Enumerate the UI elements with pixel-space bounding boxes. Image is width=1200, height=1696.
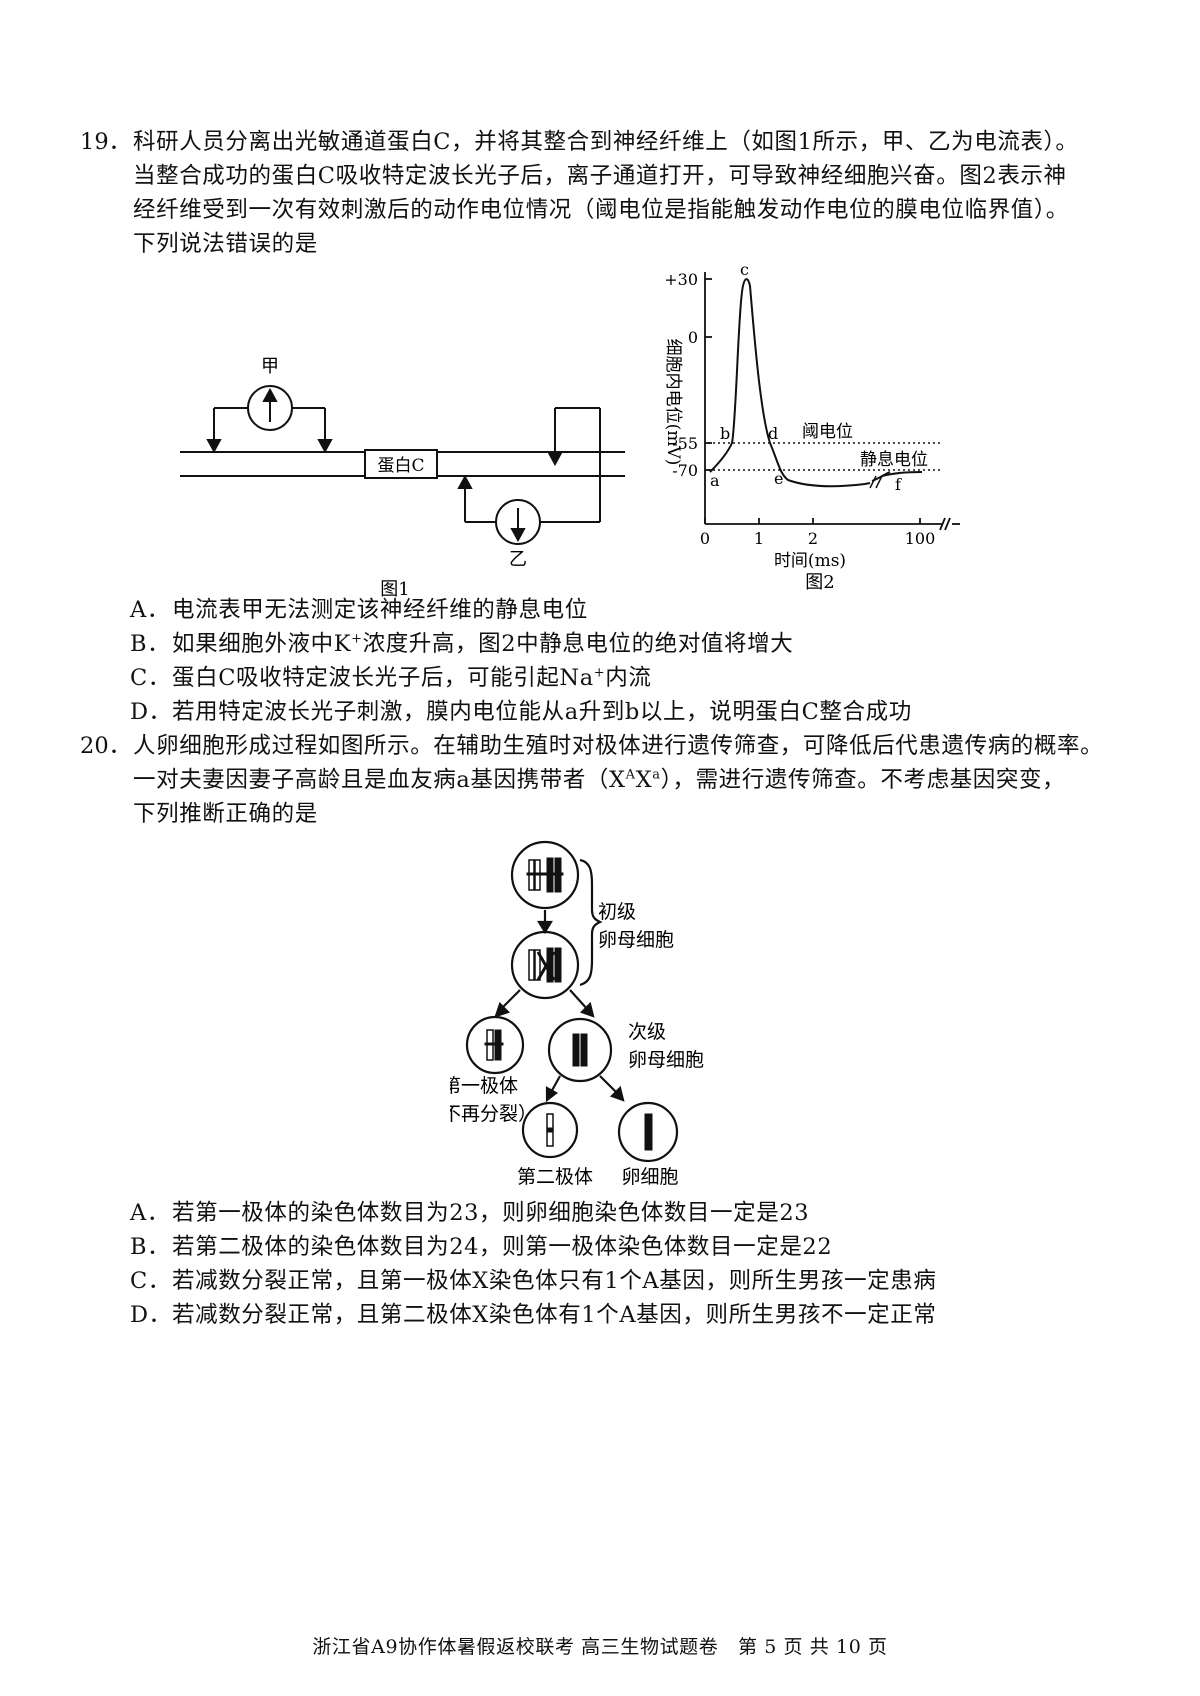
q20-option-c[interactable]: C．若减数分裂正常，且第一极体X染色体只有1个A基因，则所生男孩一定患病 bbox=[130, 1263, 936, 1299]
option-label: C． bbox=[130, 665, 171, 691]
q20-option-d[interactable]: D．若减数分裂正常，且第二极体X染色体有1个A基因，则所生男孩不一定正常 bbox=[130, 1297, 936, 1333]
superscript: + bbox=[351, 631, 363, 647]
option-label: D． bbox=[130, 1302, 172, 1328]
q19-line-3: 经纤维受到一次有效刺激后的动作电位情况（阈电位是指能触发动作电位的膜电位临界值）… bbox=[133, 197, 1069, 223]
xtick-100: 100 bbox=[905, 529, 936, 548]
egg-label: 卵细胞 bbox=[621, 1166, 678, 1188]
superscript-a-recessive: a bbox=[652, 767, 661, 783]
option-text: 若减数分裂正常，且第一极体X染色体只有1个A基因，则所生男孩一定患病 bbox=[172, 1268, 937, 1294]
q20-line-2: 一对夫妻因妻子高龄且是血友病a基因携带者（XAXa），需进行遗传筛查。不考虑基因… bbox=[133, 762, 1065, 798]
x-axis-title: 时间(ms) bbox=[774, 551, 846, 571]
option-text-pre: 如果细胞外液中K bbox=[172, 631, 352, 657]
q20-line-3: 下列推断正确的是 bbox=[133, 801, 318, 827]
ytick-minus70: -70 bbox=[672, 461, 698, 480]
option-label: A． bbox=[130, 1200, 170, 1226]
primary-oocyte-label-1: 初级 bbox=[598, 901, 636, 923]
ytick-minus55: -55 bbox=[672, 434, 698, 453]
option-text: 电流表甲无法测定该神经纤维的静息电位 bbox=[172, 597, 588, 623]
point-b: b bbox=[720, 424, 730, 443]
figure-2-caption: 图2 bbox=[805, 572, 834, 593]
superscript: + bbox=[593, 665, 606, 681]
protein-c-label: 蛋白C bbox=[377, 456, 424, 476]
option-text-pre: 蛋白C吸收特定波长光子后，可能引起Na bbox=[172, 665, 594, 691]
figure-1-circuit: 蛋白C 甲 乙 图1 bbox=[180, 356, 625, 600]
q20-number: 20． bbox=[80, 733, 132, 759]
q19-option-c[interactable]: C．蛋白C吸收特定波长光子后，可能引起Na+内流 bbox=[130, 660, 651, 696]
point-f: f bbox=[895, 475, 902, 494]
option-text: 若减数分裂正常，且第二极体X染色体有1个A基因，则所生男孩不一定正常 bbox=[172, 1302, 937, 1328]
superscript-a-dominant: A bbox=[625, 767, 636, 783]
primary-oocyte-label-2: 卵母细胞 bbox=[598, 929, 674, 951]
option-label: B． bbox=[130, 1234, 171, 1260]
q19-option-b[interactable]: B．如果细胞外液中K+浓度升高，图2中静息电位的绝对值将增大 bbox=[130, 626, 793, 662]
q20-option-a[interactable]: A．若第一极体的染色体数目为23，则卵细胞染色体数目一定是23 bbox=[130, 1195, 809, 1231]
q19-line-1: 科研人员分离出光敏通道蛋白C，并将其整合到神经纤维上（如图1所示，甲、乙为电流表… bbox=[133, 129, 1079, 155]
threshold-label: 阈电位 bbox=[802, 422, 853, 442]
xtick-2: 2 bbox=[808, 529, 818, 548]
figure-2-action-potential: +30 0 -55 -70 0 1 2 100 时间(ms) 细胞内电位(mV)… bbox=[663, 262, 960, 593]
q19-option-a[interactable]: A．电流表甲无法测定该神经纤维的静息电位 bbox=[130, 592, 588, 628]
option-text: 若用特定波长光子刺激，膜内电位能从a升到b以上，说明蛋白C整合成功 bbox=[172, 699, 912, 725]
q20-line-1: 人卵细胞形成过程如图所示。在辅助生殖时对极体进行遗传筛查，可降低后代患遗传病的概… bbox=[133, 733, 1104, 759]
second-polar-body-label: 第二极体 bbox=[517, 1166, 593, 1188]
point-c: c bbox=[740, 262, 749, 279]
option-text-post: 浓度升高，图2中静息电位的绝对值将增大 bbox=[362, 631, 794, 657]
q19-option-d[interactable]: D．若用特定波长光子刺激，膜内电位能从a升到b以上，说明蛋白C整合成功 bbox=[130, 694, 912, 730]
point-d: d bbox=[768, 424, 778, 443]
option-text: 若第一极体的染色体数目为23，则卵细胞染色体数目一定是23 bbox=[172, 1200, 810, 1226]
q19-line-2: 当整合成功的蛋白C吸收特定波长光子后，离子通道打开，可导致神经细胞兴奋。图2表示… bbox=[133, 163, 1067, 189]
q19-line-4: 下列说法错误的是 bbox=[133, 231, 318, 257]
first-polar-body-note: （不再分裂） bbox=[450, 1103, 537, 1125]
resting-label: 静息电位 bbox=[860, 450, 928, 470]
q20-option-b[interactable]: B．若第二极体的染色体数目为24，则第一极体染色体数目一定是22 bbox=[130, 1229, 832, 1265]
meter-jia-label: 甲 bbox=[261, 356, 279, 377]
secondary-oocyte-label-1: 次级 bbox=[628, 1021, 666, 1043]
q19-number: 19． bbox=[80, 129, 132, 155]
meter-yi-label: 乙 bbox=[509, 549, 527, 570]
option-label: A． bbox=[130, 597, 170, 623]
option-text: 若第二极体的染色体数目为24，则第一极体染色体数目一定是22 bbox=[172, 1234, 833, 1260]
xtick-1: 1 bbox=[754, 529, 764, 548]
option-text-post: 内流 bbox=[605, 665, 652, 691]
secondary-oocyte-label-2: 卵母细胞 bbox=[628, 1049, 704, 1071]
q20-line-2-pre: 一对夫妻因妻子高龄且是血友病a基因携带者（X bbox=[133, 767, 626, 793]
y-axis-title: 细胞内电位(mV) bbox=[663, 339, 683, 466]
xtick-0: 0 bbox=[700, 529, 710, 548]
option-label: D． bbox=[130, 699, 172, 725]
oogenesis-diagram: 初级 卵母细胞 次级 卵母细胞 第一极体 （不再分裂） 第二极体 卵细胞 bbox=[450, 840, 704, 1188]
option-label: C． bbox=[130, 1268, 171, 1294]
point-e: e bbox=[774, 469, 783, 488]
point-a: a bbox=[710, 471, 720, 490]
page-footer: 浙江省A9协作体暑假返校联考 高三生物试题卷 第 5 页 共 10 页 bbox=[312, 1636, 888, 1658]
figure-1-caption: 图1 bbox=[380, 579, 409, 600]
ytick-plus30: +30 bbox=[664, 270, 698, 289]
option-label: B． bbox=[130, 631, 171, 657]
first-polar-body-label: 第一极体 bbox=[450, 1075, 518, 1097]
q20-line-2-mid: X bbox=[635, 767, 653, 793]
q20-line-2-post: ），需进行遗传筛查。不考虑基因突变， bbox=[660, 767, 1066, 793]
ytick-0: 0 bbox=[688, 328, 698, 347]
